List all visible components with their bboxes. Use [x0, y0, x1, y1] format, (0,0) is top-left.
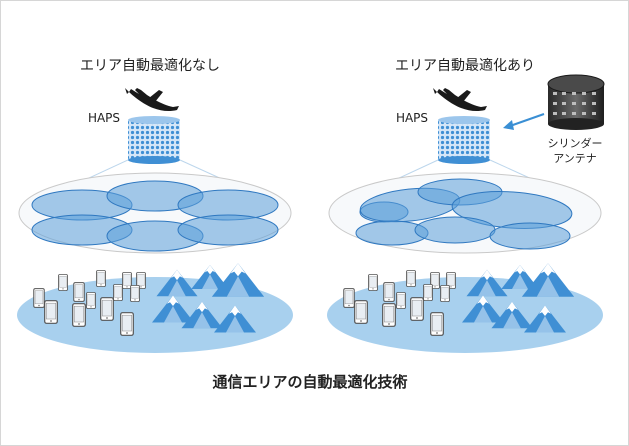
right-title: エリア自動最適化あり [395, 57, 535, 74]
haps-cylinder-left [128, 116, 180, 164]
smartphone-icon [410, 297, 424, 321]
smartphone-icon [72, 303, 86, 327]
smartphone-icon [354, 300, 368, 324]
left-panel: エリア自動最適化なし HAPS [17, 57, 293, 353]
right-haps-label: HAPS [396, 111, 428, 125]
smartphone-icon [382, 303, 396, 327]
cylinder-antenna-icon [547, 74, 605, 130]
smartphone-icon [73, 282, 85, 302]
smartphone-icon [96, 270, 106, 287]
smartphone-icon [430, 312, 444, 336]
right-coverage-cells [355, 178, 573, 250]
right-panel: エリア自動最適化あり HAPS [327, 57, 603, 353]
smartphone-icon [406, 270, 416, 287]
smartphone-icon [383, 282, 395, 302]
smartphone-icon [343, 288, 355, 308]
smartphone-icon [113, 284, 123, 301]
smartphone-icon [122, 272, 132, 289]
antenna-label-line1: シリンダー [548, 136, 603, 150]
smartphone-icon [130, 285, 140, 302]
smartphone-icon [58, 274, 68, 291]
left-haps-label: HAPS [88, 111, 120, 125]
smartphone-icon [86, 292, 96, 309]
smartphone-icon [423, 284, 433, 301]
cylinder-antenna: シリンダー アンテナ [503, 74, 605, 165]
smartphone-icon [440, 285, 450, 302]
airplane-icon [125, 88, 179, 112]
antenna-label-line2: アンテナ [553, 152, 597, 165]
smartphone-icon [33, 288, 45, 308]
smartphone-icon [368, 274, 378, 291]
smartphone-icon [44, 300, 58, 324]
airplane-icon [433, 88, 487, 112]
smartphone-icon [120, 312, 134, 336]
arrow-icon [503, 113, 545, 130]
smartphone-icon [100, 297, 114, 321]
left-title: エリア自動最適化なし [80, 57, 220, 74]
smartphone-icon [396, 292, 406, 309]
diagram-caption: 通信エリアの自動最適化技術 [212, 373, 407, 391]
haps-cylinder-right [438, 116, 490, 164]
left-coverage-cells [31, 180, 279, 252]
